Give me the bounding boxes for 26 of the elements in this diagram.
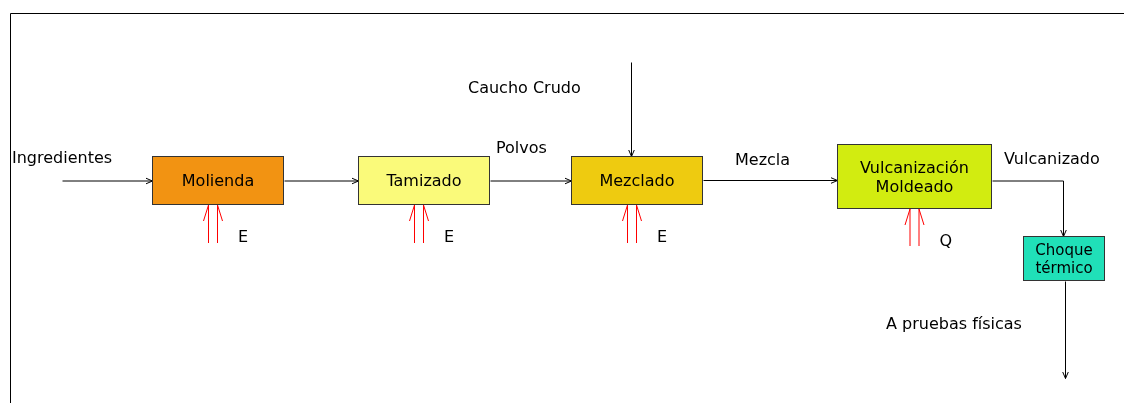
arrow bbox=[703, 177, 838, 184]
edge-label: E bbox=[444, 227, 455, 246]
edge-label: Ingredientes bbox=[12, 148, 113, 167]
arrow bbox=[992, 180, 1067, 237]
edge-label: A pruebas físicas bbox=[886, 314, 1022, 333]
process-box: Tamizado bbox=[358, 156, 490, 205]
edge-label: Mezcla bbox=[735, 150, 791, 169]
process-box: Mezclado bbox=[571, 156, 703, 205]
energy-arrow bbox=[904, 208, 925, 247]
edge-label: Vulcanizado bbox=[1004, 149, 1100, 168]
edge-label: Q bbox=[939, 231, 953, 250]
energy-arrow bbox=[203, 204, 223, 244]
edge-label: E bbox=[657, 227, 668, 246]
energy-arrow bbox=[409, 204, 429, 244]
process-box: Molienda bbox=[152, 156, 284, 205]
energy-arrow bbox=[622, 204, 642, 244]
edge-label: E bbox=[238, 227, 249, 246]
arrow bbox=[1062, 281, 1069, 379]
arrow bbox=[284, 177, 359, 185]
arrow bbox=[62, 177, 153, 185]
edge-label: Caucho Crudo bbox=[468, 78, 581, 97]
arrow bbox=[628, 62, 635, 157]
process-box: Vulcanización Moldeado bbox=[837, 144, 992, 209]
edge-label: Polvos bbox=[496, 138, 547, 157]
process-box: Choque térmico bbox=[1023, 236, 1105, 281]
arrow bbox=[490, 177, 572, 185]
